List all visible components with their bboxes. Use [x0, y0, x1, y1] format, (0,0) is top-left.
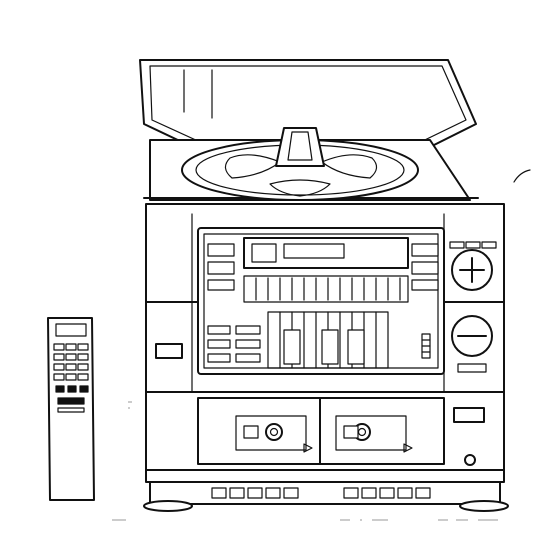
tuner-button-2[interactable] [208, 262, 234, 274]
tuner-button-5[interactable] [412, 262, 438, 274]
tuner-button-3[interactable] [208, 280, 234, 290]
base-button[interactable] [266, 488, 280, 498]
function-button-1[interactable] [208, 326, 230, 334]
base-button[interactable] [248, 488, 262, 498]
right-small-display [454, 408, 484, 422]
base-button[interactable] [284, 488, 298, 498]
base-buttons-right [344, 488, 430, 498]
base-button[interactable] [362, 488, 376, 498]
base-button[interactable] [398, 488, 412, 498]
base-button[interactable] [380, 488, 394, 498]
base-button[interactable] [416, 488, 430, 498]
cassette-section [198, 398, 444, 464]
base-button[interactable] [230, 488, 244, 498]
tuner-button-6[interactable] [412, 280, 438, 290]
base-button[interactable] [344, 488, 358, 498]
base-buttons-left [212, 488, 298, 498]
base [144, 482, 508, 511]
cassette-deck-left [236, 416, 312, 452]
function-button-2[interactable] [208, 340, 230, 348]
left-side-slot [156, 344, 182, 358]
function-button-3[interactable] [208, 354, 230, 362]
cassette-deck-right [336, 416, 412, 452]
remote-control [48, 318, 94, 500]
display-window [244, 238, 408, 268]
tuner-button-1[interactable] [208, 244, 234, 256]
base-button[interactable] [212, 488, 226, 498]
tuner-button-4[interactable] [412, 244, 438, 256]
tuner-panel [198, 228, 444, 374]
headphone-jack[interactable] [465, 455, 475, 465]
